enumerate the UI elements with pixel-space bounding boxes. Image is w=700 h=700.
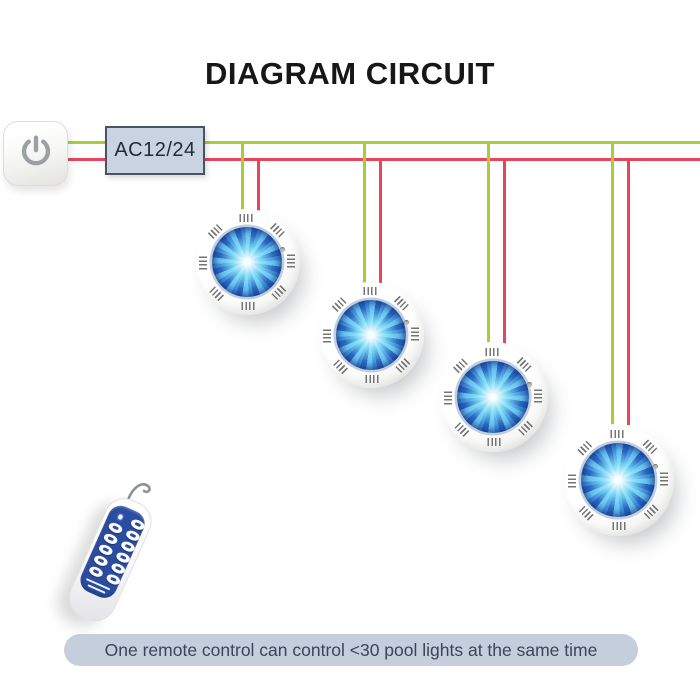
wire-green-drop-4 xyxy=(611,141,614,428)
pool-light-2 xyxy=(318,282,424,388)
footer-note: One remote control can control <30 pool … xyxy=(64,634,638,666)
footer-note-text: One remote control can control <30 pool … xyxy=(104,639,598,660)
power-icon xyxy=(17,132,55,175)
pool-light-3 xyxy=(438,342,548,452)
screw-icon xyxy=(652,464,658,470)
wire-green-drop-1 xyxy=(241,141,244,215)
wire-red-main xyxy=(204,158,700,161)
wire-green-switch-to-box xyxy=(58,141,106,144)
pool-light-1 xyxy=(194,209,300,315)
led-lens-icon xyxy=(456,360,530,434)
wire-red-switch-to-box xyxy=(58,158,106,161)
wire-red-drop-1 xyxy=(257,158,260,215)
remote-control xyxy=(62,483,158,629)
wire-red-drop-4 xyxy=(627,158,630,428)
remote-button xyxy=(87,564,105,579)
transformer-label: AC12/24 xyxy=(114,139,196,161)
page-title: DIAGRAM CIRCUIT xyxy=(205,56,495,91)
antenna-icon xyxy=(124,475,157,510)
screw-icon xyxy=(403,320,409,326)
led-lens-icon xyxy=(581,443,655,517)
remote-led-icon xyxy=(117,513,124,520)
screw-icon xyxy=(527,381,533,387)
led-lens-icon xyxy=(212,227,282,297)
wire-green-drop-3 xyxy=(487,141,490,345)
pool-light-4 xyxy=(562,424,674,536)
led-lens-icon xyxy=(336,300,406,370)
remote-button xyxy=(97,542,114,557)
transformer-box: AC12/24 xyxy=(105,126,205,175)
screw-icon xyxy=(279,247,285,253)
remote-button xyxy=(102,531,119,546)
wire-green-drop-2 xyxy=(363,141,366,287)
remote-button xyxy=(92,553,110,568)
wire-green-main xyxy=(204,141,700,144)
remote-button xyxy=(107,521,124,535)
power-switch-button xyxy=(3,121,68,186)
wire-red-drop-3 xyxy=(503,158,506,345)
wire-red-drop-2 xyxy=(379,158,382,287)
